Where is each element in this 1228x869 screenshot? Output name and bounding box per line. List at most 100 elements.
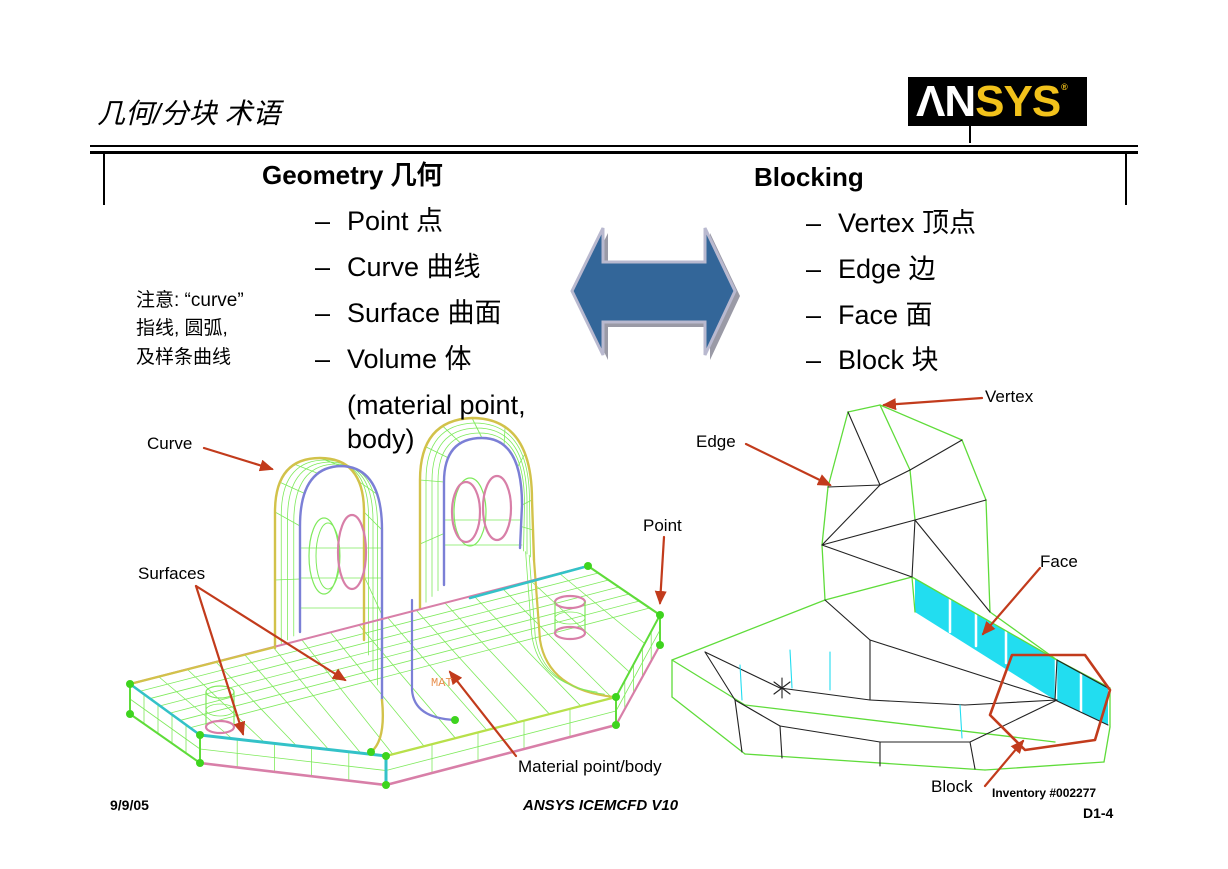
double-arrow [570,227,740,360]
block-edge [911,519,916,578]
block-highlight-hexagon [988,653,1112,752]
geometry-point [656,641,664,649]
block-edge [734,699,781,727]
block-edge [909,469,916,521]
block-edge [779,725,881,743]
curve-edge [198,761,388,787]
left-upright [273,456,385,754]
block-edge [671,696,746,755]
mesh-line [444,602,550,715]
hole-edge [315,522,341,590]
blocking-figure [671,404,1112,771]
block-edge [821,519,916,546]
geometry-points [126,562,664,789]
header-rule-right [1125,152,1127,205]
mesh-line [279,481,305,494]
point-callout-arrow [654,535,667,605]
curve-back-outline [273,456,366,650]
bullet-dash: – [806,345,822,375]
geometry-item-continuation: body) [347,424,415,454]
blocking-heading: Blocking [754,162,864,192]
block-edge [879,404,911,471]
fillet-curve [369,698,385,754]
block-edge [734,699,743,753]
mesh-line [159,586,620,707]
block-edge [879,469,911,486]
blocking-item-label: Block 块 [838,345,939,375]
header-rule-thick [90,151,1138,154]
block-edge [984,761,1105,771]
right-upright [410,416,616,722]
block-edge [824,576,913,601]
blocking-item: – Vertex 顶点 [806,210,976,237]
geometry-surface-mesh [129,572,661,781]
geometry-point [451,716,459,724]
blocking-item: – Edge 边 [806,256,936,283]
curve-front-outline [298,464,384,702]
surfaces-callout-arrow [194,584,347,682]
label-point: Point [643,516,682,535]
label-face: Face [1040,552,1078,571]
block-edge [969,699,1058,743]
mesh-line [294,463,319,474]
logo-text-right: SYS [975,76,1061,126]
blocking-item: – Block 块 [806,347,939,374]
mesh-curve [528,554,605,695]
block-edge [704,651,736,701]
mesh-line [521,499,533,506]
curve-edge [614,643,662,727]
mesh-line [415,609,519,723]
mesh-line [387,617,488,731]
mesh-line [329,631,425,747]
mesh-line [615,629,661,712]
mesh-line [520,526,534,531]
geometry-point [126,680,134,688]
bullet-dash: – [315,344,331,374]
bullet-dash: – [806,254,822,284]
block-edge [964,699,1058,706]
block-edge [821,544,826,601]
mesh-line [442,425,461,444]
block-edge [827,411,849,488]
block-edge [879,404,963,441]
block-edge [847,411,881,486]
mesh-line [274,511,301,527]
pin-curve [204,719,236,735]
geometry-item-continuation: (material point, [347,390,526,420]
curve-edge [384,695,618,758]
hole-curve [481,474,513,542]
block-edge [821,484,881,546]
curve-edge [468,564,590,600]
block-edge [744,704,1056,743]
block-edge [1103,726,1111,763]
geometry-point [367,748,375,756]
mesh-line [158,676,233,740]
block-edge [869,699,966,706]
curve-note-line: 及样条曲线 [136,347,232,368]
block-edge [914,519,991,613]
mesh-line [385,710,617,771]
hole-edge [308,517,340,595]
bullet-dash: – [806,208,822,238]
block-callout-arrow [983,739,1025,788]
double-arrow-body [570,227,737,356]
label-block: Block [931,777,973,796]
block-edge [779,725,783,759]
curve-callout-arrow [202,446,274,472]
mesh-line [169,593,630,714]
mesh-line [516,453,526,468]
block-edge [869,639,1058,701]
surfaces-callout-arrow [194,584,246,736]
mesh-line [503,426,506,446]
geometry-point [612,693,620,701]
block-edge [1054,659,1058,701]
label-edge: Edge [696,432,736,451]
material-callout-arrow [448,670,518,758]
mesh-line [358,481,378,495]
footer-page-number: D1-4 [1083,805,1114,821]
mesh-line [319,457,342,467]
mesh-line [139,572,599,692]
curve-note-line: 指线, 圆弧, [136,318,228,339]
block-edge [744,753,986,771]
